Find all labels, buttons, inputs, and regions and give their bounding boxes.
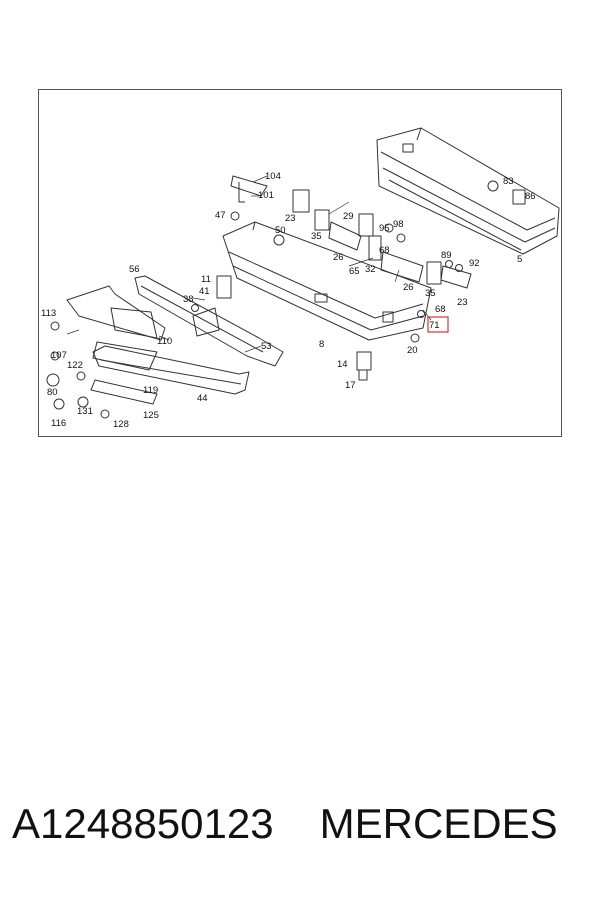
callout-26: 26 <box>333 252 344 263</box>
callout-35: 35 <box>311 231 322 242</box>
callout-32: 32 <box>365 264 376 275</box>
callout-83: 83 <box>503 176 514 187</box>
callout-131: 131 <box>77 406 93 417</box>
callout-119: 119 <box>143 385 158 396</box>
callout-14: 14 <box>337 359 348 370</box>
callout-95: 95 <box>379 223 390 234</box>
parts-diagram-frame: 104 101 47 23 50 35 29 95 98 26 83 86 32… <box>38 89 562 437</box>
callout-23-right: 23 <box>457 297 468 308</box>
callout-56: 56 <box>129 264 140 275</box>
left-bracket-assembly <box>66 285 166 405</box>
callout-101: 101 <box>258 190 274 201</box>
highlighted-callout-71[interactable]: 71 <box>427 316 449 333</box>
callout-labels: 104 101 47 23 50 35 29 95 98 26 83 86 32… <box>41 171 536 430</box>
callout-68-right: 68 <box>435 304 446 315</box>
brand-name: MERCEDES <box>319 800 558 847</box>
front-bumper-cover-part <box>222 221 432 341</box>
callout-17: 17 <box>345 380 356 391</box>
callout-89: 89 <box>441 250 452 261</box>
rear-bumper-part <box>376 127 560 255</box>
callout-122: 122 <box>67 360 83 371</box>
callout-47: 47 <box>215 210 226 221</box>
callout-65: 65 <box>349 266 360 277</box>
callout-44: 44 <box>197 393 208 404</box>
callout-50: 50 <box>275 225 286 236</box>
part-number: A1248850123 <box>12 800 274 847</box>
callout-125: 125 <box>143 410 159 421</box>
callout-23: 23 <box>285 213 296 224</box>
bumper-strip-part <box>134 275 284 367</box>
callout-110: 110 <box>157 336 172 347</box>
lower-strip-part <box>92 345 250 395</box>
callout-116: 116 <box>51 418 66 429</box>
callout-86: 86 <box>525 191 536 202</box>
callout-20: 20 <box>407 345 418 356</box>
callout-68: 68 <box>379 245 390 256</box>
callout-80: 80 <box>47 387 58 398</box>
callout-71: 71 <box>429 320 440 331</box>
callout-35-right: 35 <box>425 288 436 299</box>
callout-107: 107 <box>51 350 67 361</box>
part-caption: A1248850123 MERCEDES <box>12 800 592 860</box>
callout-128: 128 <box>113 419 129 430</box>
highlight-box <box>427 316 449 333</box>
callout-38: 38 <box>183 294 194 305</box>
callout-92: 92 <box>469 258 480 269</box>
callout-41: 41 <box>199 286 210 297</box>
callout-26-right: 26 <box>403 282 414 293</box>
callout-53: 53 <box>261 341 272 352</box>
leader-lines <box>66 175 432 353</box>
callout-8: 8 <box>319 339 324 350</box>
callout-104: 104 <box>265 171 281 182</box>
impact-absorber-parts <box>292 189 472 289</box>
callout-29: 29 <box>343 211 354 222</box>
callout-11: 11 <box>201 274 211 285</box>
callout-5: 5 <box>517 254 522 265</box>
fastener-parts <box>46 175 526 419</box>
callout-98: 98 <box>393 219 404 230</box>
callout-113: 113 <box>41 308 56 319</box>
bumper-exploded-diagram: 104 101 47 23 50 35 29 95 98 26 83 86 32… <box>41 127 560 430</box>
mounting-bracket-part <box>192 275 232 337</box>
